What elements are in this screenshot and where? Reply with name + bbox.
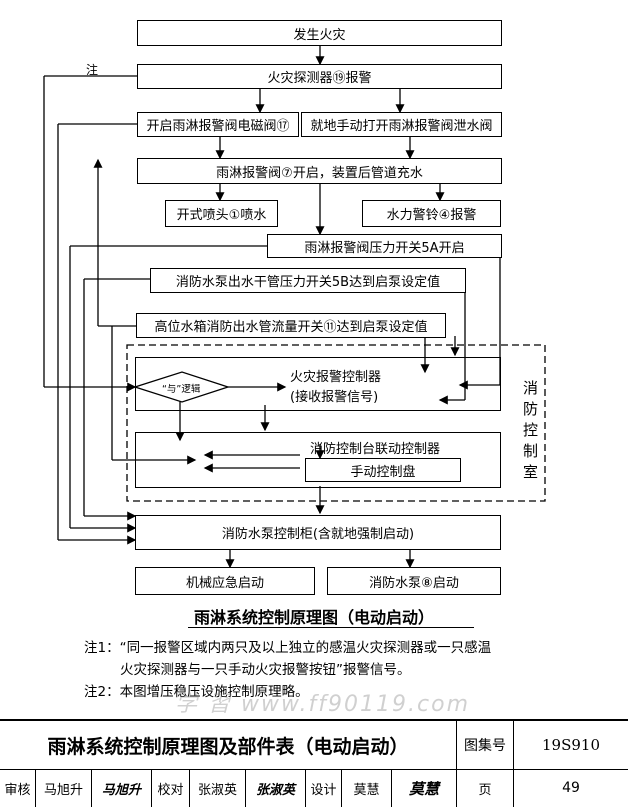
control-room-label-4: 制 [523,442,539,460]
node-water-gong: 水力警铃④报警 [362,200,501,227]
control-room-label-3: 控 [523,421,539,439]
tb-reviewer-signature: 马旭升 [92,769,152,807]
node-mech-start: 机械应急启动 [135,567,315,595]
node-manual-panel: 手动控制盘 [305,458,461,482]
node-open-sprinkler: 开式喷头①喷水 [165,200,278,227]
tb-review-label: 审核 [0,769,36,807]
tb-designer-signature: 莫慧 [392,769,457,807]
reviewer-sig-text: 马旭升 [101,782,141,798]
node-pressure-5a: 雨淋报警阀压力开关5A开启 [267,234,502,258]
node-alarm-controller [135,357,501,411]
tb-design-label: 设计 [306,769,342,807]
tb-page-no: 49 [562,780,580,796]
node-linkage-controller [135,432,501,488]
connector-lines [43,46,546,569]
tb-main-title: 雨淋系统控制原理图及部件表（电动启动） [0,721,457,769]
and-logic-diamond [132,371,231,403]
checker-sig-text: 张淑英 [255,782,295,798]
alarm-controller-label: 火灾报警控制器 [290,370,382,385]
node-pump-cabinet: 消防水泵控制柜(含就地强制启动) [135,515,501,550]
node-manual-open: 就地手动打开雨淋报警阀泄水阀 [301,112,502,137]
tb-atlas-no: 19S910 [542,736,600,754]
tb-designer: 莫慧 [342,769,392,807]
control-room-boundary [126,344,546,502]
note-1: 注1：“同一报警区域内两只及以上独立的感温火灾探测器或一只感温 [84,640,492,656]
title-block: 雨淋系统控制原理图及部件表（电动启动） 图集号 19S910 审核 马旭升 马旭… [0,719,628,807]
note-marker: 注 [86,63,99,77]
diagram-title: 雨淋系统控制原理图（电动启动） [193,608,434,627]
title-underline [188,627,474,628]
node-deluge-valve: 雨淋报警阀⑦开启，装置后管道充水 [137,158,502,184]
control-room-label-1: 消 [523,379,539,397]
tb-check-label: 校对 [152,769,190,807]
control-room-label-2: 防 [523,400,539,418]
tb-page-label: 页 [457,769,514,807]
note-1-cont: 火灾探测器与一只手动火灾报警按钮”报警信号。 [120,662,411,678]
tb-checker: 张淑英 [190,769,246,807]
alarm-controller-sub: (接收报警信号) [290,390,379,405]
and-logic-label: “与”逻辑 [162,384,201,395]
note-2: 注2：本图增压稳压设施控制原理略。 [84,684,309,700]
linkage-controller-label: 消防控制台联动控制器 [310,442,441,457]
node-pressure-5b: 消防水泵出水干管压力开关5B达到启泵设定值 [150,268,466,293]
control-room-label-5: 室 [523,463,539,481]
watermark: 学 習 www.ff90119.com [175,692,471,717]
tb-checker-signature: 张淑英 [246,769,306,807]
node-pump-start: 消防水泵⑧启动 [327,567,501,595]
node-flow-11: 高位水箱消防出水管流量开关⑪达到启泵设定值 [136,313,446,338]
tb-reviewer: 马旭升 [36,769,92,807]
node-solenoid: 开启雨淋报警阀电磁阀⑰ [137,112,299,137]
node-fire: 发生火灾 [137,20,502,46]
designer-sig-text: 莫慧 [408,779,439,798]
tb-atlas-label: 图集号 [457,721,514,769]
node-detector: 火灾探测器⑲报警 [137,64,502,89]
